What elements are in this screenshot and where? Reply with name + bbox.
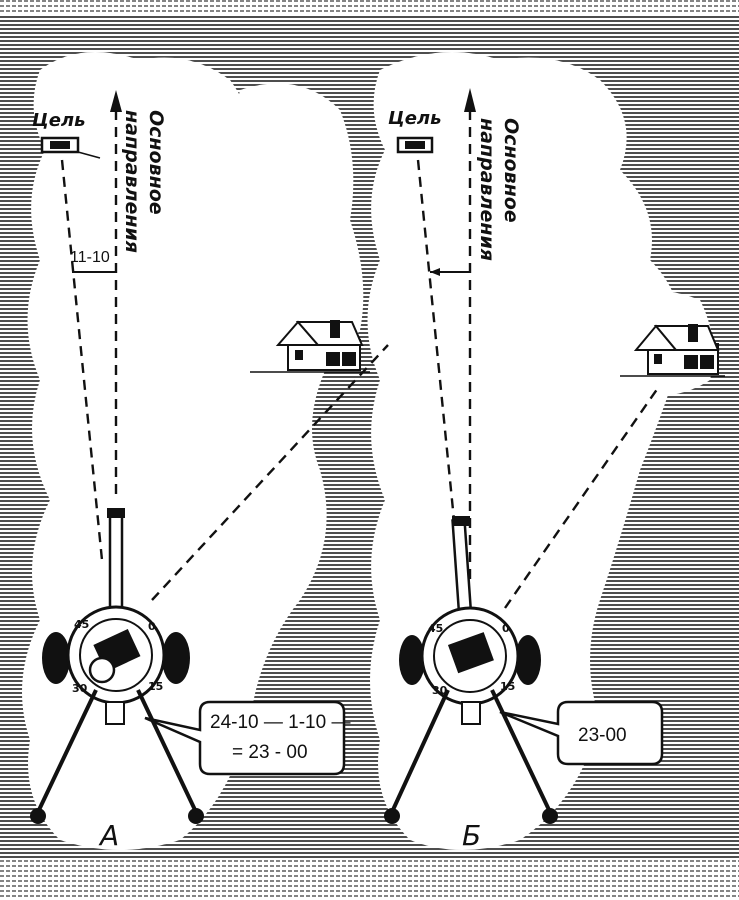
target-line (416, 159, 464, 601)
target-icon (40, 136, 101, 159)
callout-box: 24-10 — 1-10 — = 23 - 00 (144, 700, 350, 776)
house-line (504, 384, 661, 609)
panel-letter: А (98, 819, 119, 852)
gun-icon (384, 516, 558, 824)
dial-label-15: 15 (148, 680, 163, 693)
panel-letter: Б (462, 819, 481, 852)
house-line (151, 344, 389, 601)
angle-label: 11-10 (70, 249, 110, 266)
direction-label-line2: направления (476, 118, 498, 261)
house-icon (620, 324, 725, 377)
dial-label-15: 15 (500, 680, 515, 693)
callout-line2: = 23 - 00 (232, 742, 308, 763)
house-icon (250, 320, 370, 373)
dial-label-45: 45 (428, 622, 443, 635)
direction-label-line1: Основное (145, 110, 167, 215)
callout-line1: 23-00 (578, 725, 627, 746)
dial-label-30: 30 (72, 682, 88, 695)
dial-label-0: 0 (502, 622, 510, 635)
direction-label: Основное направления (121, 110, 167, 253)
gun-icon (30, 508, 204, 824)
direction-label-line2: направления (121, 110, 143, 253)
panel-b: Цель Основное направления (384, 88, 725, 852)
panel-a: Цель 11-10 Основное направления (30, 90, 389, 852)
target-icon (396, 136, 434, 154)
callout-box: 23-00 (499, 700, 664, 766)
dial-label-0: 0 (148, 620, 156, 633)
direction-label-line1: Основное (500, 118, 522, 223)
dial-label-30: 30 (432, 684, 448, 697)
target-label: Цель (32, 110, 85, 131)
arrow-head-icon (110, 90, 122, 112)
target-label: Цель (388, 108, 441, 129)
dial-label-45: 45 (74, 618, 89, 631)
arrow-head-icon (464, 88, 476, 112)
callout-line1: 24-10 — 1-10 — (210, 712, 350, 733)
direction-label: Основное направления (476, 118, 522, 261)
